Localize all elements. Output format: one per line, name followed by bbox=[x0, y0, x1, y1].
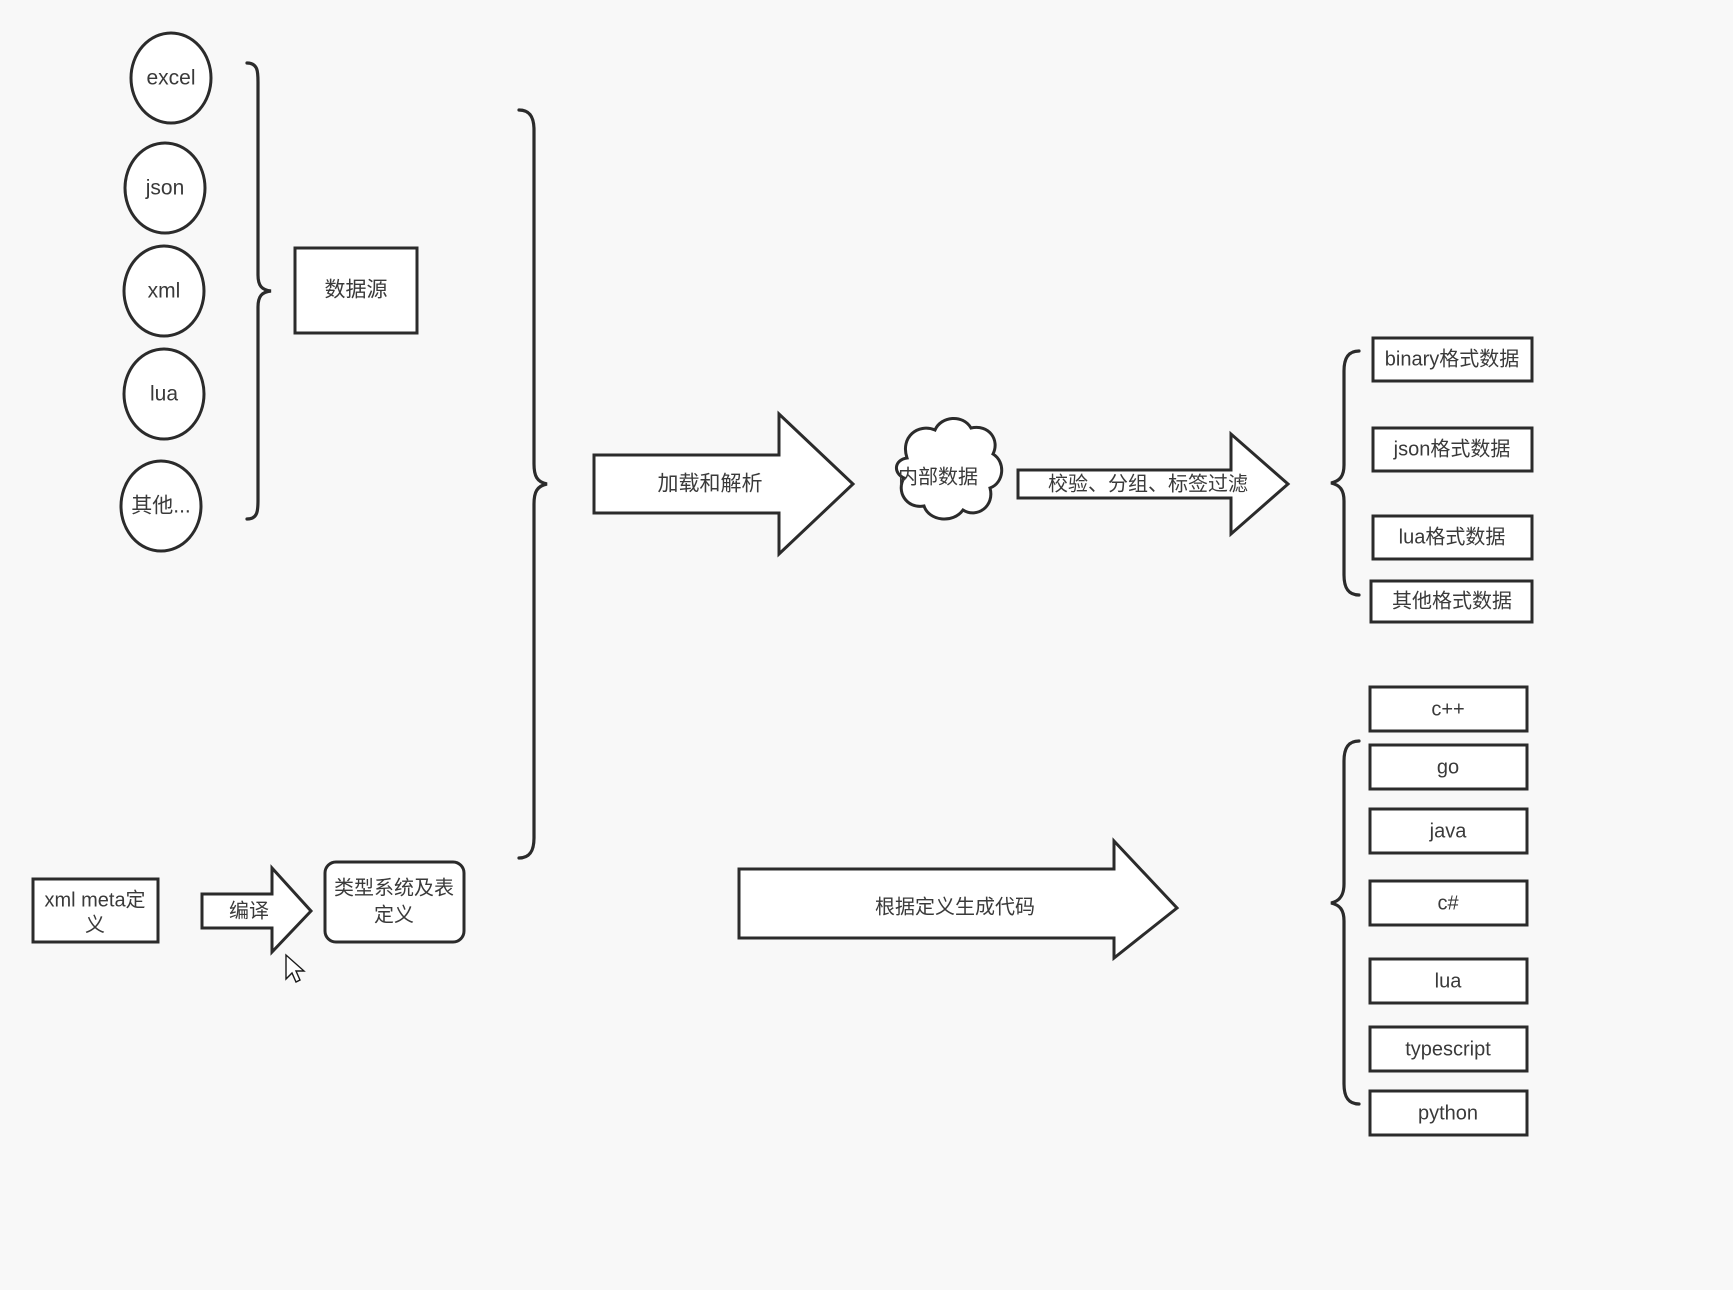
output-format-label-json: json格式数据 bbox=[1393, 437, 1511, 460]
data-source-ellipse-other[interactable]: 其他... bbox=[119, 459, 203, 553]
data-source-group-label: 数据源 bbox=[325, 279, 388, 302]
codegen-language-label-python: python bbox=[1418, 1102, 1478, 1124]
data-source-label-lua: lua bbox=[150, 383, 178, 406]
output-format-box-json[interactable]: json格式数据 bbox=[1371, 426, 1534, 473]
xml-meta-definition-label-line1: xml meta定 bbox=[44, 888, 145, 911]
xml-meta-definition-label-line2: 义 bbox=[85, 913, 105, 936]
data-source-label-xml: xml bbox=[148, 280, 181, 303]
output-format-box-other[interactable]: 其他格式数据 bbox=[1369, 579, 1534, 624]
data-source-group-brace bbox=[245, 61, 272, 521]
output-format-box-binary[interactable]: binary格式数据 bbox=[1371, 336, 1534, 383]
xml-meta-definition-box[interactable]: xml meta定 义 bbox=[31, 877, 160, 944]
codegen-languages-brace bbox=[1330, 739, 1361, 1106]
codegen-language-label-java: java bbox=[1429, 820, 1468, 842]
output-format-box-lua[interactable]: lua格式数据 bbox=[1371, 514, 1534, 561]
codegen-language-box-lua[interactable]: lua bbox=[1368, 957, 1529, 1005]
type-system-box[interactable]: 类型系统及表 定义 bbox=[323, 860, 466, 944]
load-and-parse-arrow-label: 加载和解析 bbox=[658, 473, 763, 496]
codegen-language-box-csharp[interactable]: c# bbox=[1368, 879, 1529, 927]
mouse-cursor-icon bbox=[285, 953, 306, 983]
internal-data-cloud[interactable]: 内部数据 bbox=[895, 417, 1004, 521]
type-system-label-line1: 类型系统及表 bbox=[334, 876, 454, 899]
codegen-language-label-cpp: c++ bbox=[1431, 698, 1464, 720]
codegen-language-box-typescript[interactable]: typescript bbox=[1368, 1025, 1529, 1073]
output-format-label-lua: lua格式数据 bbox=[1399, 525, 1506, 548]
data-source-label-other: 其他... bbox=[131, 495, 191, 518]
pipeline-input-brace bbox=[517, 108, 548, 860]
data-source-ellipse-excel[interactable]: excel bbox=[129, 31, 213, 125]
type-system-label-line2: 定义 bbox=[374, 903, 414, 926]
output-format-label-other: 其他格式数据 bbox=[1392, 589, 1512, 612]
internal-data-cloud-label: 内部数据 bbox=[898, 465, 978, 488]
output-formats-brace bbox=[1330, 349, 1361, 597]
load-and-parse-arrow[interactable]: 加载和解析 bbox=[592, 410, 856, 558]
codegen-language-label-go: go bbox=[1437, 756, 1459, 778]
compile-arrow-label: 编译 bbox=[229, 899, 269, 922]
data-source-ellipse-lua[interactable]: lua bbox=[122, 347, 206, 441]
validate-group-filter-arrow[interactable]: 校验、分组、标签过滤 bbox=[1016, 430, 1291, 538]
codegen-arrow-label: 根据定义生成代码 bbox=[875, 895, 1035, 918]
output-format-label-binary: binary格式数据 bbox=[1385, 347, 1519, 370]
codegen-arrow[interactable]: 根据定义生成代码 bbox=[737, 837, 1180, 962]
data-source-ellipse-xml[interactable]: xml bbox=[122, 244, 206, 338]
codegen-language-label-lua: lua bbox=[1435, 970, 1463, 992]
codegen-language-label-typescript: typescript bbox=[1405, 1038, 1491, 1060]
codegen-language-label-csharp: c# bbox=[1437, 892, 1459, 914]
data-source-label-json: json bbox=[145, 177, 185, 200]
data-source-ellipse-json[interactable]: json bbox=[123, 141, 207, 235]
validate-group-filter-arrow-label: 校验、分组、标签过滤 bbox=[1048, 472, 1248, 495]
codegen-language-box-java[interactable]: java bbox=[1368, 807, 1529, 855]
codegen-language-box-go[interactable]: go bbox=[1368, 743, 1529, 791]
codegen-language-box-python[interactable]: python bbox=[1368, 1089, 1529, 1137]
compile-arrow[interactable]: 编译 bbox=[200, 864, 314, 956]
data-source-label-excel: excel bbox=[146, 67, 195, 90]
codegen-language-box-cpp[interactable]: c++ bbox=[1368, 685, 1529, 733]
data-source-group-box[interactable]: 数据源 bbox=[293, 246, 419, 335]
